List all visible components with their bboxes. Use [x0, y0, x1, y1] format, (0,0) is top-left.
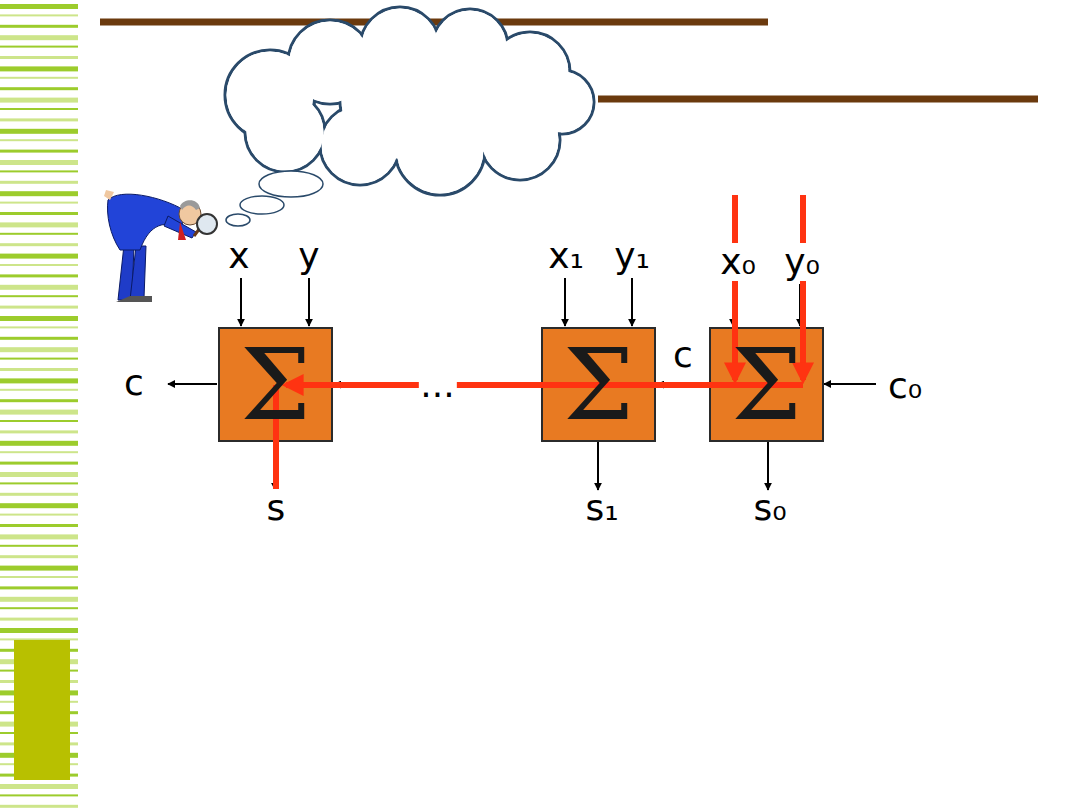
stripe — [0, 410, 78, 415]
carry-label: c — [671, 336, 695, 374]
stripe — [0, 545, 78, 547]
inspector-figure — [104, 190, 217, 302]
stripe — [0, 108, 78, 110]
stripe — [0, 46, 78, 48]
stripe — [0, 368, 78, 371]
stripe — [0, 358, 78, 360]
stripe — [0, 295, 78, 297]
sum-symbol: Σ — [240, 335, 311, 435]
carry-label: ... — [418, 366, 456, 404]
stripe — [0, 472, 78, 477]
stripe — [0, 150, 78, 153]
stripe — [0, 77, 78, 79]
stripe — [0, 784, 78, 789]
stripe — [0, 181, 78, 184]
thought-cloud — [225, 7, 594, 195]
stripe — [0, 420, 78, 422]
stripe — [0, 451, 78, 453]
title-rule — [598, 96, 1038, 103]
stripe — [0, 441, 78, 446]
stripe — [0, 514, 78, 516]
stripe — [0, 337, 78, 340]
sum-output: s₀ — [751, 489, 788, 527]
stripe — [0, 118, 78, 121]
stripe — [0, 25, 78, 28]
stripe — [0, 66, 78, 71]
stripe — [0, 4, 78, 9]
stripe — [0, 56, 78, 59]
stripe — [0, 222, 78, 227]
critical-path-arrows — [276, 195, 803, 517]
stripe — [0, 586, 78, 589]
stripe — [0, 430, 78, 433]
stripe — [0, 555, 78, 558]
input-signal: x₁ — [546, 237, 586, 275]
stripe — [0, 233, 78, 235]
stripe — [0, 399, 78, 402]
stripe — [0, 462, 78, 465]
stripe — [0, 524, 78, 527]
input-signal: y₀ — [782, 243, 822, 281]
stripe — [0, 326, 78, 328]
stripe — [0, 212, 78, 215]
stripe — [0, 274, 78, 277]
stripe — [0, 87, 78, 90]
stripe — [0, 576, 78, 578]
stripe — [0, 482, 78, 484]
stripe — [0, 243, 78, 246]
stripe — [0, 628, 78, 633]
stripe — [0, 129, 78, 134]
stripe — [0, 347, 78, 352]
sum-symbol: Σ — [563, 335, 634, 435]
stripe — [0, 597, 78, 602]
stripe — [0, 607, 78, 609]
stripe — [0, 805, 78, 808]
carry-in: c₀ — [886, 367, 924, 405]
thought-bubbles — [226, 171, 323, 226]
sum-output: s₁ — [583, 489, 620, 527]
stripe — [0, 170, 78, 172]
stripe — [0, 566, 78, 571]
sum-output: s — [265, 489, 288, 527]
stripe — [0, 98, 78, 103]
stripe — [0, 264, 78, 266]
stripe — [0, 254, 78, 259]
side-block — [14, 640, 70, 780]
stripe — [0, 306, 78, 309]
stripe — [0, 389, 78, 391]
stripe — [0, 794, 78, 796]
carry-out: c — [122, 364, 146, 402]
stripe — [0, 139, 78, 141]
stripe — [0, 35, 78, 40]
stripe — [0, 316, 78, 321]
input-signal: x — [226, 237, 251, 275]
stripe — [0, 503, 78, 508]
stripe — [0, 534, 78, 539]
input-signal: x₀ — [718, 243, 758, 281]
stripe — [0, 493, 78, 496]
side-stripes — [0, 4, 78, 808]
stripe — [0, 202, 78, 204]
input-signal: y₁ — [612, 237, 652, 275]
input-signal: y — [296, 237, 321, 275]
stripe — [0, 285, 78, 290]
sum-symbol: Σ — [731, 335, 802, 435]
stripe — [0, 191, 78, 196]
stripe — [0, 14, 78, 16]
stripe — [0, 160, 78, 165]
stripe — [0, 378, 78, 383]
stripe — [0, 618, 78, 621]
